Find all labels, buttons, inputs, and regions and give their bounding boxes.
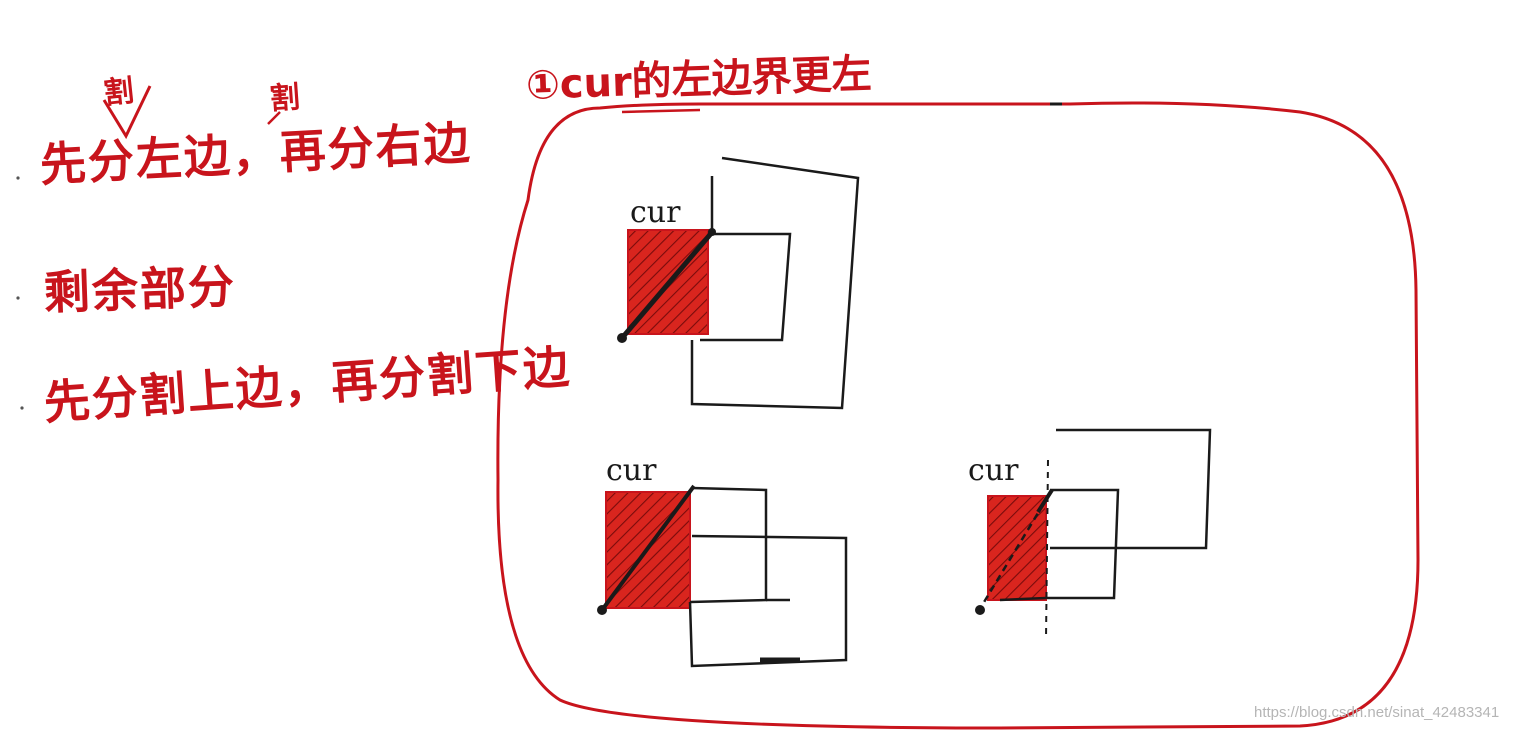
cur-label-panel-2: cur — [606, 453, 657, 488]
corner-dot — [617, 333, 627, 343]
stray-dot — [16, 296, 20, 300]
stray-dot — [16, 176, 20, 180]
watermark: https://blog.csdn.net/sinat_42483341 — [1254, 704, 1500, 721]
corner-dot — [708, 228, 716, 236]
stray-dot — [20, 406, 24, 410]
cur-label-panel-3: cur — [968, 453, 1019, 488]
insert-caret-1 — [102, 85, 152, 140]
right-rect — [688, 534, 848, 668]
region-title: ①cur的左边界更左 — [525, 50, 873, 109]
insert-char-right: 割 — [268, 79, 302, 118]
insert-char-left: 割 — [102, 73, 136, 112]
corner-dot — [975, 605, 985, 615]
diagonal — [620, 228, 716, 340]
middle-rect — [999, 488, 1120, 602]
panel-1 — [617, 156, 860, 410]
cur-region — [987, 495, 1047, 601]
cur-label-panel-1: cur — [630, 195, 681, 230]
region-title-underline — [621, 108, 701, 114]
region-outline — [496, 101, 1420, 730]
top-rect — [689, 486, 768, 604]
top-rect — [1050, 428, 1212, 550]
outer-rect — [690, 156, 860, 410]
corner-dot — [597, 605, 607, 615]
insert-caret-2 — [267, 111, 281, 125]
note-remaining-part: 剩余部分 — [43, 259, 237, 320]
middle-rect — [700, 232, 792, 342]
panel-2 — [597, 484, 848, 668]
diagonal — [600, 484, 696, 612]
panel-3 — [975, 428, 1212, 641]
diagonal-solid-part — [1036, 488, 1054, 514]
